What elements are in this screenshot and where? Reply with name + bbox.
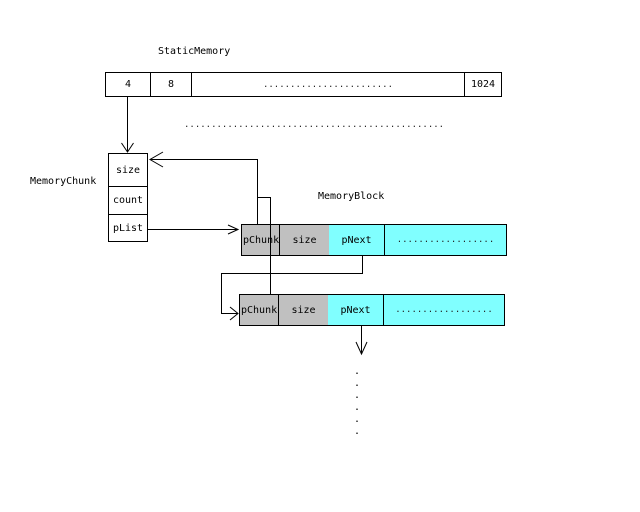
arrowhead-block1-pchunk xyxy=(148,151,164,168)
memory-block-1-pchunk: pChunk xyxy=(242,225,280,255)
memory-block-2-size: size xyxy=(279,295,328,325)
memory-block-1-data: .................. xyxy=(385,225,506,255)
memory-block-2: pChunk size pNext .................. xyxy=(239,294,505,326)
memory-block-2-data: .................. xyxy=(384,295,504,325)
memory-block-1-pnext: pNext xyxy=(329,225,385,255)
continuation-dot: . xyxy=(353,390,361,401)
memory-chunk-field-plist: pList xyxy=(112,222,144,234)
arrow-block2-pchunk-to-chunk xyxy=(257,197,271,294)
memory-block-2-pchunk: pChunk xyxy=(240,295,279,325)
continuation-dot: . xyxy=(353,426,361,437)
static-memory-cell-8: 8 xyxy=(151,73,192,96)
memory-block-1-size: size xyxy=(280,225,329,255)
static-memory-cell-4: 4 xyxy=(106,73,151,96)
memory-chunk-title: MemoryChunk xyxy=(30,176,97,187)
memory-chunk-field-size: size xyxy=(109,154,147,187)
memory-block-title: MemoryBlock xyxy=(318,191,385,202)
continuation-dot: . xyxy=(353,366,361,377)
arrowhead-block2-pnext xyxy=(355,341,368,356)
continuation-dot: . xyxy=(353,414,361,425)
static-memory-array: 4 8 ........................ 1024 xyxy=(105,72,502,97)
memory-block-2-pnext: pNext xyxy=(328,295,384,325)
arrowhead-plist xyxy=(227,224,240,235)
static-memory-cell-ellipsis: ........................ xyxy=(192,73,465,96)
arrowhead-static-to-chunk xyxy=(121,142,134,153)
continuation-dot: . xyxy=(353,402,361,413)
memory-chunk-struct: size count pList xyxy=(108,153,148,242)
memory-chunk-field-count: count xyxy=(109,187,147,215)
arrow-block1-pnext-to-block2 xyxy=(221,256,363,314)
memory-block-1: pChunk size pNext .................. xyxy=(241,224,507,256)
static-memory-continuation: ........................................… xyxy=(184,120,445,130)
static-memory-title: StaticMemory xyxy=(158,46,231,57)
arrowhead-block1-pnext xyxy=(229,306,239,321)
memory-block-continuation: . . . . . . xyxy=(352,366,362,438)
static-memory-cell-1024: 1024 xyxy=(470,79,496,90)
continuation-dot: . xyxy=(353,378,361,389)
arrow-block1-pchunk-to-chunk xyxy=(150,159,258,224)
